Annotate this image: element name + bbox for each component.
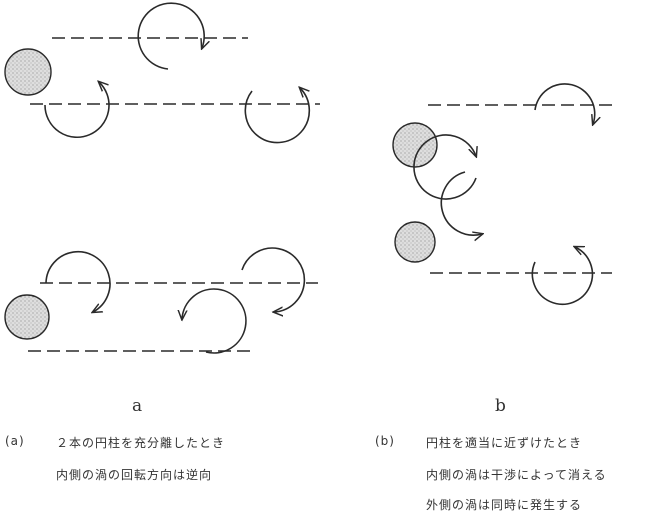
vortex-arrow (44, 82, 110, 139)
cylinder (4, 48, 52, 96)
panel-a-label: a (132, 396, 143, 416)
caption-a-line2: 内側の渦の回転方向は逆向 (56, 468, 213, 482)
panel-a-top (4, 2, 320, 144)
vortex-arrow (413, 134, 476, 200)
caption-b-line3: 外側の渦は同時に発生する (426, 498, 583, 512)
panel-b-label: b (495, 396, 506, 416)
cylinder (4, 294, 50, 340)
vortex-arrow (45, 250, 111, 312)
vortex-arrow (531, 247, 594, 306)
cylinder (394, 221, 436, 263)
vortex-arrow (534, 83, 595, 124)
caption-a-line1: ２本の円柱を充分離したとき (56, 436, 226, 450)
vortex-arrow (244, 88, 311, 144)
vortex-arrow (241, 247, 306, 312)
caption-b-tag: (b) (375, 434, 395, 448)
caption-b-line1: 円柱を適当に近ずけたとき (426, 436, 583, 450)
vortex-arrow (440, 171, 482, 235)
panel-b (392, 83, 612, 306)
cylinder (392, 122, 438, 168)
vortex-arrow (137, 2, 204, 70)
vortex-arrow (182, 288, 247, 354)
panel-a-bottom (4, 247, 318, 354)
caption-b-line2: 内側の渦は干渉によって消える (426, 468, 607, 482)
caption-a-tag: (a) (5, 434, 25, 448)
